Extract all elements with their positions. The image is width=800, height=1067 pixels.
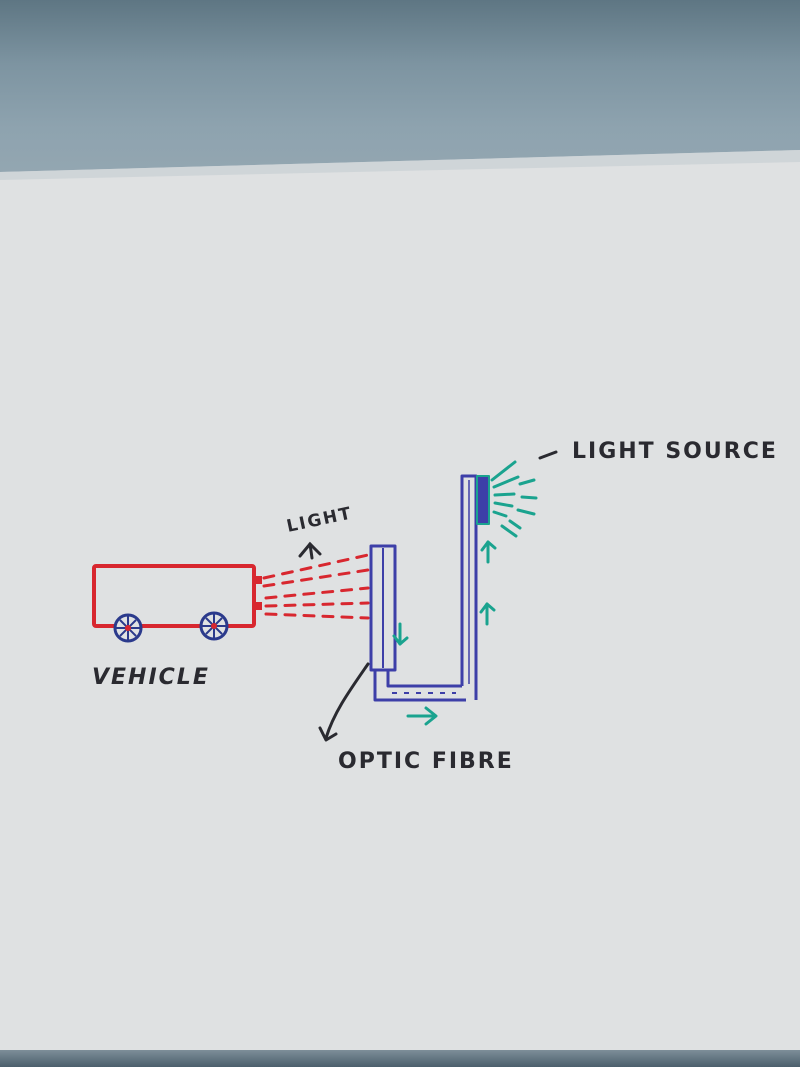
optic-fibre-pointer	[318, 662, 370, 742]
light-source-pointer	[538, 450, 558, 460]
light-beams	[262, 553, 370, 620]
fibre-receiver-panel	[369, 544, 397, 672]
label-optic-fibre: OPTIC FIBRE	[338, 749, 514, 774]
fibre-emitter	[476, 475, 490, 525]
headlight-bottom	[254, 602, 262, 610]
arrow-right	[406, 706, 438, 726]
paper-sheet	[0, 150, 800, 1050]
wheel-right	[199, 611, 229, 641]
label-vehicle: VEHICLE	[92, 665, 210, 690]
arrow-up-upper	[480, 540, 497, 564]
wheel-left	[113, 613, 143, 643]
vehicle-body	[92, 564, 256, 628]
light-pointer-arrow	[298, 541, 322, 560]
optic-fibre	[369, 474, 490, 702]
flow-arrows	[392, 540, 497, 726]
label-light-source: LIGHT SOURCE	[572, 439, 778, 464]
paper-edge	[0, 150, 800, 180]
headlight-top	[254, 576, 262, 584]
vehicle	[92, 564, 262, 643]
arrow-up-lower	[479, 602, 496, 626]
light-source-rays	[490, 460, 538, 538]
arrow-down	[392, 622, 409, 646]
